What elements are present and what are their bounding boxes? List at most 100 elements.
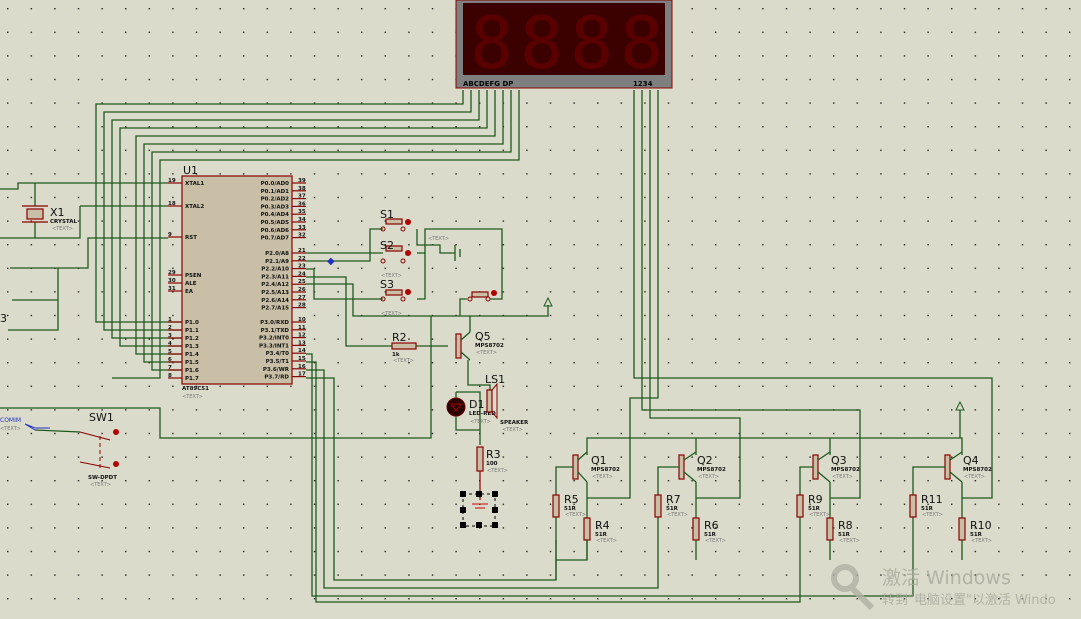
ls1-speaker[interactable]: LS1 SPEAKER <TEXT>	[485, 373, 529, 433]
u1-pin-number: 23	[298, 264, 306, 270]
s3-button[interactable]: S3 <TEXT>	[380, 278, 411, 317]
resistor-value: 51R	[921, 506, 934, 512]
u1-ref: U1	[183, 164, 198, 177]
collector-resistor-R4[interactable]	[583, 517, 591, 541]
u1-pin-name: P3.1/TXD	[261, 328, 290, 334]
s2-ref: S2	[380, 239, 394, 252]
u1-pin-name: P0.4/AD4	[261, 212, 290, 218]
u1-pin-number: 30	[168, 278, 176, 284]
collector-resistor-R10[interactable]	[958, 517, 966, 541]
resistor-ref: R8	[838, 519, 853, 532]
base-resistor-R5[interactable]	[552, 494, 560, 518]
watermark-line1: 激活 Windows	[882, 567, 1011, 589]
x1-part: CRYSTAL	[50, 219, 77, 225]
transistor-Q4[interactable]	[944, 454, 951, 480]
r2-resistor[interactable]: R2 1k <TEXT>	[391, 331, 417, 364]
u1-pin-number: 31	[168, 286, 176, 292]
resistor-ref: R6	[704, 519, 719, 532]
transistor-text: <TEXT>	[698, 474, 719, 480]
transistor-ref: Q1	[591, 454, 607, 467]
u1-pin-name: XTAL1	[185, 181, 204, 187]
u1-pin-name: P3.5/T1	[266, 359, 290, 365]
u1-pin-number: 28	[298, 303, 306, 309]
s1-button[interactable]: S1 <TEXT>	[380, 208, 449, 242]
u1-pin-name: P0.0/AD0	[261, 181, 290, 187]
q5-transistor[interactable]: Q5 MPS8702 <TEXT>	[455, 330, 504, 361]
display-digit: 8	[470, 1, 513, 85]
r2-value: 1k	[392, 352, 400, 358]
r2-ref: R2	[392, 331, 407, 344]
u1-pin-number: 11	[298, 325, 306, 331]
resistor-text: <TEXT>	[596, 538, 617, 544]
resistor-text: <TEXT>	[971, 538, 992, 544]
u1-pin-number: 7	[168, 365, 172, 371]
transistor-Q2[interactable]	[678, 454, 685, 480]
base-resistor-R9[interactable]	[796, 494, 804, 518]
u1-pin-number: 36	[298, 201, 306, 207]
transistor-text: <TEXT>	[964, 474, 985, 480]
transistor-part: MPS8702	[591, 467, 620, 473]
transistor-part: MPS8702	[963, 467, 992, 473]
probe-marker-icon: ◆	[327, 256, 335, 267]
resistor-text: <TEXT>	[565, 512, 586, 518]
d1-led[interactable]: D1 LED-RED <TEXT>	[446, 397, 496, 425]
power-terminal-icon	[543, 296, 553, 307]
collector-resistor-R6[interactable]	[692, 517, 700, 541]
u1-pin-name: P0.5/AD5	[261, 220, 290, 226]
s1-ref: S1	[380, 208, 394, 221]
s3-ref: S3	[380, 278, 394, 291]
base-resistor-R11[interactable]	[909, 494, 917, 518]
transistor-part: MPS8702	[697, 467, 726, 473]
u1-pin-number: 34	[298, 217, 306, 223]
u1-pin-name: P2.6/A14	[261, 298, 289, 304]
sw1-text: <TEXT>	[90, 482, 111, 488]
u1-pin-name: P2.1/A9	[265, 259, 289, 265]
r3-ref: R3	[486, 448, 501, 461]
ls1-text: <TEXT>	[502, 427, 523, 433]
compim-label: COMIM	[0, 417, 21, 424]
reset-button[interactable]	[467, 290, 497, 302]
u1-pin-name: P1.4	[185, 352, 199, 358]
base-resistor-R7[interactable]	[654, 494, 662, 518]
transistor-part: MPS8702	[831, 467, 860, 473]
watermark-line2: 转到"电脑设置"以激活 Windo	[882, 593, 1056, 608]
d1-text: <TEXT>	[470, 419, 491, 425]
u1-pin-number: 38	[298, 186, 306, 192]
u1-pin-name: XTAL2	[185, 204, 204, 210]
u1-pin-number: 3	[168, 333, 172, 339]
transistor-Q3[interactable]	[812, 454, 819, 480]
u1-pin-number: 1	[168, 317, 172, 323]
u1-pin-name: P3.7/RD	[264, 375, 289, 381]
u1-pin-name: P1.1	[185, 328, 199, 334]
u1-pin-number: 39	[298, 178, 306, 184]
u1-pin-name: P0.7/AD7	[261, 236, 290, 242]
u1-pin-number: 32	[298, 233, 306, 239]
compim-terminal[interactable]: COMIM <TEXT>	[0, 417, 81, 433]
u1-pin-name: P2.2/A10	[261, 267, 289, 273]
u1-pin-number: 27	[298, 295, 306, 301]
resistor-value: 51R	[838, 532, 851, 538]
u1-pin-number: 13	[298, 340, 306, 346]
u1-pin-name: P1.0	[185, 320, 199, 326]
collector-resistor-R8[interactable]	[826, 517, 834, 541]
ground-symbol-selected[interactable]	[460, 491, 498, 528]
u1-pin-name: ALE	[185, 281, 197, 287]
resistor-ref: R7	[666, 493, 681, 506]
u1-pin-number: 29	[168, 270, 176, 276]
u1-pin-name: P2.3/A11	[261, 274, 289, 280]
s2-button[interactable]: S2 <TEXT>	[380, 239, 411, 279]
segment-wires	[0, 90, 993, 603]
x1-crystal[interactable]: X1 CRYSTAL <TEXT>	[22, 205, 77, 232]
sw1-switch[interactable]: SW1 SW-DPDT <TEXT>	[79, 411, 119, 488]
windows-activation-watermark: 激活 Windows 转到"电脑设置"以激活 Windo	[831, 564, 1056, 611]
u1-pin-name: P1.2	[185, 336, 199, 342]
transistor-Q1[interactable]	[572, 454, 579, 480]
